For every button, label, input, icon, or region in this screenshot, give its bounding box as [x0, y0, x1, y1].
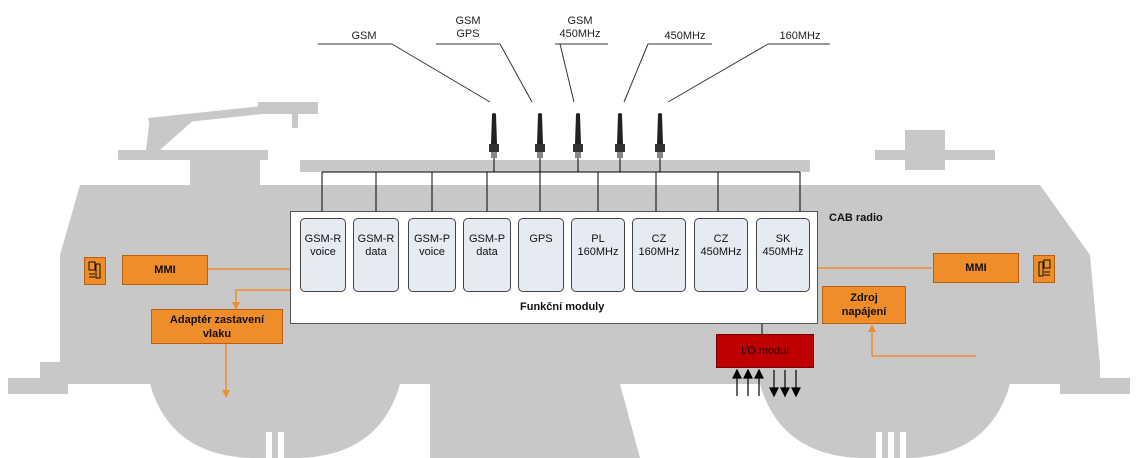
module-gps: GPS	[518, 218, 564, 292]
antenna-label-160: 160MHz	[779, 30, 821, 42]
antenna-icon	[573, 113, 583, 158]
functional-modules-label: Funkční moduly	[520, 301, 605, 313]
handset-icon	[1038, 259, 1051, 277]
module-gsm-p-data: GSM-P data	[463, 218, 511, 292]
module-gsm-r-data: GSM-R data	[353, 218, 399, 292]
mmi-left: MMI	[122, 255, 208, 285]
power-supply: Zdroj napájení	[822, 286, 906, 324]
module-gsm-p-voice: GSM-P voice	[408, 218, 456, 292]
module-cz-160: CZ 160MHz	[632, 218, 686, 292]
module-cz-450: CZ 450MHz	[694, 218, 748, 292]
module-gsm-r-voice: GSM-R voice	[300, 218, 346, 292]
handset-icon	[1033, 255, 1055, 283]
antenna-icon	[535, 113, 545, 158]
handset-icon	[88, 261, 101, 279]
antenna-label-450: 450MHz	[664, 30, 706, 42]
io-module: I/O modul	[716, 334, 814, 368]
antenna-icon	[615, 113, 625, 158]
antenna-label-gsm: GSM	[351, 30, 377, 42]
mmi-right: MMI	[933, 253, 1019, 283]
cab-radio-title: CAB radio	[829, 212, 883, 224]
module-pl-160: PL 160MHz	[571, 218, 625, 292]
antenna-label-gsm-gps: GSM GPS	[455, 15, 481, 40]
handset-icon	[84, 257, 106, 285]
antenna-icon	[655, 113, 665, 158]
train-stop-adapter: Adaptér zastavení vlaku	[151, 309, 283, 344]
antenna-icon	[489, 113, 499, 158]
module-sk-450: SK 450MHz	[756, 218, 810, 292]
antenna-label-gsm-450: GSM 450MHz	[559, 15, 601, 40]
